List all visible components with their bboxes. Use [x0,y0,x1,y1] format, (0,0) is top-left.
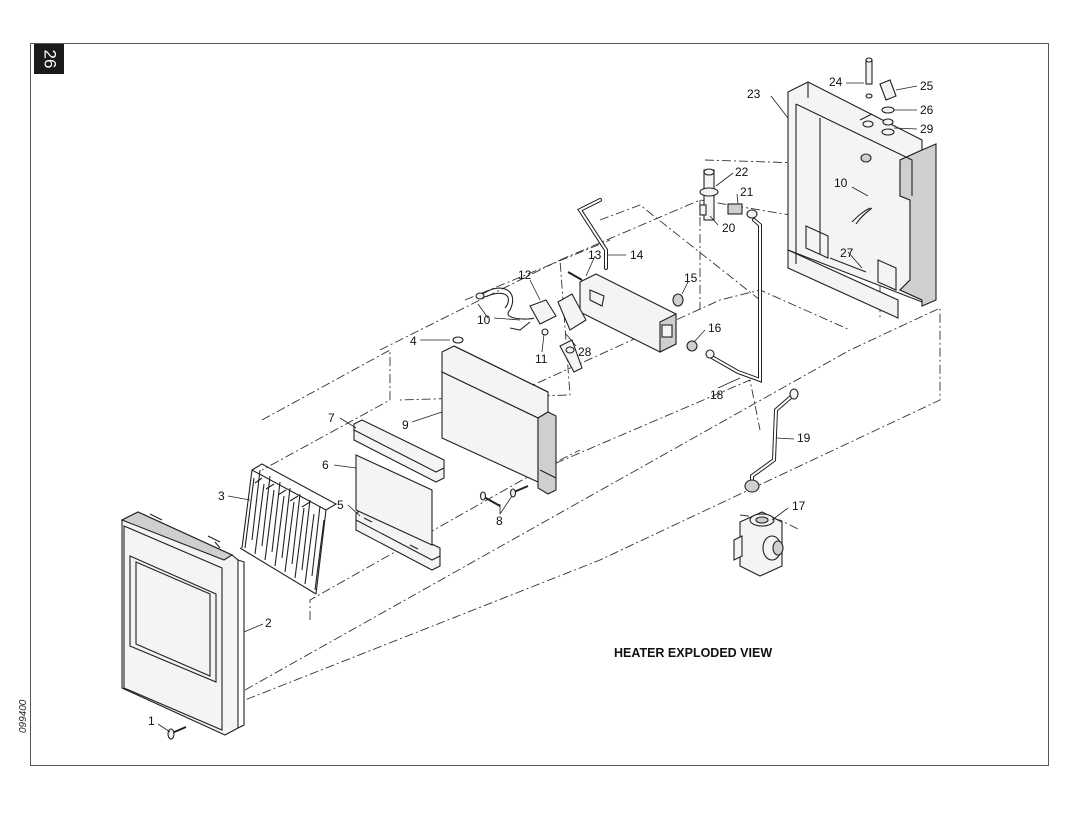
callout-14: 14 [630,248,644,262]
callout-labels: 1 2 3 4 5 6 7 8 9 10 10 11 12 13 14 15 1… [148,75,934,728]
callout-22: 22 [735,165,749,179]
lower-bracket-part-5 [355,509,441,571]
fitting-part-16 [686,340,698,352]
callout-8: 8 [496,514,503,528]
callout-11: 11 [535,352,548,366]
upper-bracket-part-7 [353,419,445,483]
top-parts-24-29 [865,57,897,136]
callout-25: 25 [920,79,934,93]
callout-29: 29 [920,122,934,136]
callout-21: 21 [740,185,754,199]
callout-19: 19 [797,431,811,445]
callout-20: 20 [722,221,736,235]
regulator-part-17 [733,511,784,577]
callout-15: 15 [684,271,698,285]
callout-7: 7 [328,411,335,425]
callout-1: 1 [148,714,155,728]
front-casing [120,511,245,736]
callout-3: 3 [218,489,225,503]
assembly-guide-lines [244,159,941,701]
back-housing-part-23 [787,81,937,319]
callout-28: 28 [578,345,592,359]
burner-part-13 [567,271,677,353]
callout-6: 6 [322,458,329,472]
gas-line-part-19 [744,388,799,493]
callout-24: 24 [829,75,843,89]
callout-2: 2 [265,616,272,630]
heat-grille [239,463,338,595]
diagram-caption: HEATER EXPLODED VIEW [614,646,772,660]
callout-4: 4 [410,334,417,348]
pilot-tube-part-14 [577,198,608,270]
callout-16: 16 [708,321,722,335]
callout-26: 26 [920,103,934,117]
glass-panel-part-6 [355,454,433,546]
page-number-tab: 26 [34,44,64,74]
callout-27: 27 [840,246,854,260]
orifice-part-15 [672,293,684,307]
callout-12: 12 [518,268,532,282]
callout-10-pilot: 10 [477,313,491,327]
screws-part-8 [479,485,529,507]
callout-17: 17 [792,499,806,513]
callout-23: 23 [747,87,761,101]
callout-13: 13 [588,248,602,262]
callout-10-housing: 10 [834,176,848,190]
callout-9: 9 [402,418,409,432]
fastener-part-4 [452,336,464,344]
diagram-frame [30,43,1049,766]
leader-lines [157,82,918,733]
heat-shield-part-9 [441,345,557,495]
callout-18: 18 [710,388,724,402]
screw-part-1 [167,726,187,740]
gas-line-part-18 [705,218,762,383]
pilot-assembly [475,287,587,373]
callout-5: 5 [337,498,344,512]
control-valve-assembly [699,168,758,221]
